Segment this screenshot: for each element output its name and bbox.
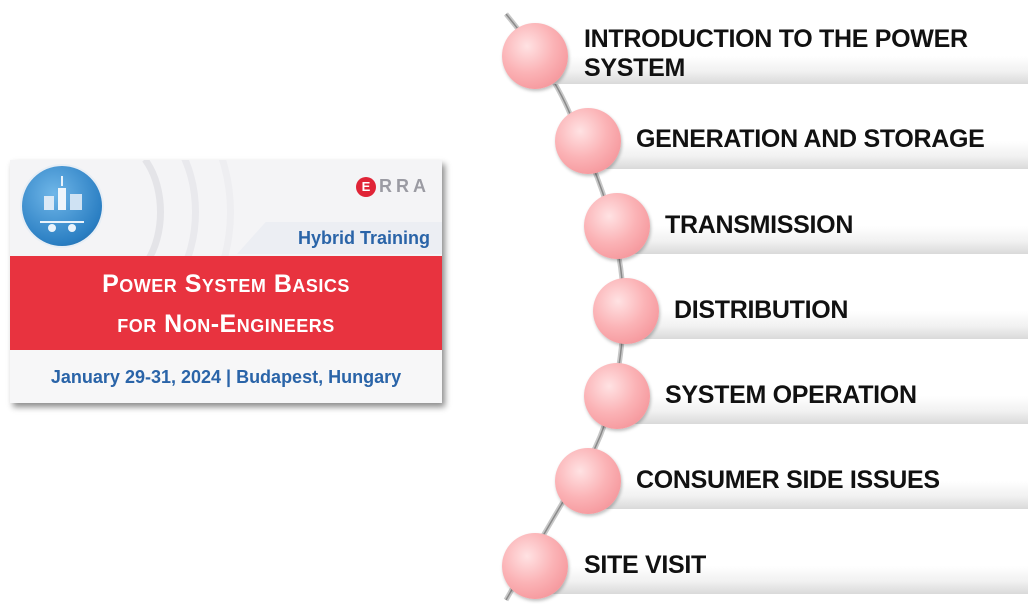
- agenda-bar: [588, 481, 1028, 509]
- agenda-bubble: [555, 448, 621, 514]
- agenda-bar: [626, 311, 1028, 339]
- banner-title-line2: for Non-Engineers: [117, 310, 335, 338]
- erra-logo-mark: E: [356, 176, 376, 197]
- banner-title-line1: Power System Basics: [102, 270, 350, 298]
- agenda-bubble: [502, 23, 568, 89]
- agenda-bar: [617, 226, 1028, 254]
- erra-logo: E RRA: [356, 176, 430, 197]
- agenda-bubble: [593, 278, 659, 344]
- agenda-item-consumer-side: CONSUMER SIDE ISSUES: [636, 466, 940, 494]
- event-banner: E RRA Hybrid Training Power System Basic…: [10, 160, 442, 403]
- event-date-location: January 29-31, 2024 | Budapest, Hungary: [50, 367, 402, 387]
- decorative-arc: [70, 160, 234, 334]
- agenda-bubble: [584, 193, 650, 259]
- agenda-bar: [588, 141, 1028, 169]
- agenda-bar: [617, 396, 1028, 424]
- banner-header: E RRA Hybrid Training: [10, 160, 442, 334]
- agenda-bubble: [555, 108, 621, 174]
- agenda-item-transmission: TRANSMISSION: [665, 211, 854, 239]
- title-band: [10, 256, 442, 350]
- agenda-bar: [535, 56, 1028, 84]
- hybrid-training-tag: Hybrid Training: [297, 228, 430, 248]
- agenda-item-generation: GENERATION AND STORAGE: [636, 125, 985, 153]
- agenda-item-site-visit: SITE VISIT: [584, 551, 707, 579]
- hybrid-tag-background: [237, 222, 442, 254]
- power-system-globe-icon: [22, 166, 102, 246]
- agenda-item-system-operation: SYSTEM OPERATION: [665, 381, 917, 409]
- agenda-bubble: [584, 363, 650, 429]
- erra-logo-text: RRA: [379, 176, 430, 196]
- agenda-item-distribution: DISTRIBUTION: [674, 296, 849, 324]
- agenda-bar: [535, 566, 1028, 594]
- agenda-item-introduction: INTRODUCTION TO THE POWER SYSTEM: [584, 25, 968, 82]
- agenda-bubble: [502, 533, 568, 599]
